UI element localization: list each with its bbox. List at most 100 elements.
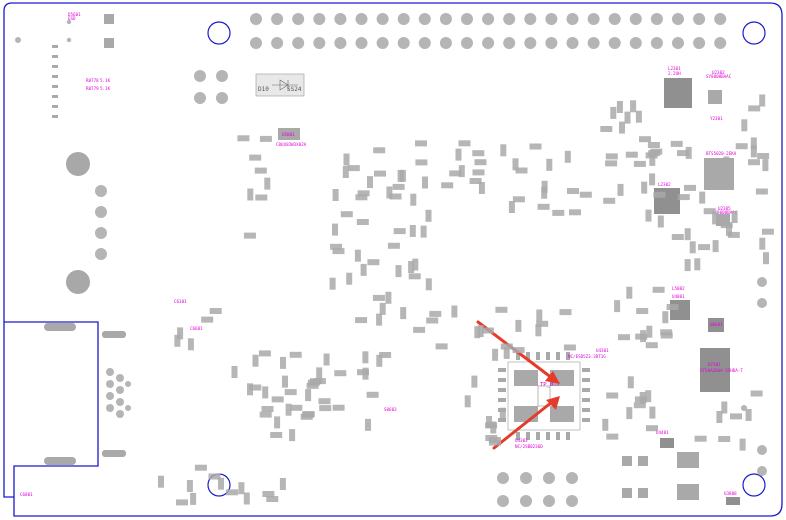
header-pin	[672, 13, 684, 25]
header-pin-row-2	[250, 37, 727, 49]
header-pin	[693, 37, 706, 49]
header-pin-row-1	[250, 13, 727, 25]
header-pin	[271, 37, 284, 49]
board-outline	[3, 2, 783, 517]
header-pin	[418, 13, 431, 25]
ref-u7301: U7301	[708, 362, 721, 367]
header-pin	[313, 13, 326, 25]
header-pin	[587, 13, 600, 25]
ref-r8779: R8779	[86, 86, 99, 91]
part-u2302: SY8008BAAC	[706, 74, 732, 79]
header-pin	[482, 37, 495, 49]
part-u7301: ATSHA204A-SSHDA-T	[700, 368, 743, 373]
val-l2301: 2.2UH	[668, 71, 681, 76]
header-pin	[545, 13, 558, 25]
header-pin	[545, 37, 558, 49]
header-pin	[334, 13, 347, 25]
header-pin	[461, 37, 473, 49]
header-pin	[439, 37, 452, 49]
ref-u4303: U4303	[515, 438, 528, 443]
ref-s0603: S0603	[384, 407, 397, 412]
header-pin	[292, 37, 305, 49]
ref-l2301: L2301	[668, 66, 681, 71]
header-pin	[650, 13, 663, 25]
test-pad-tp: TP_0.7	[540, 382, 560, 388]
header-pin	[397, 37, 410, 49]
power-jack-pads	[194, 70, 228, 104]
header-pin	[608, 13, 621, 25]
header-pin	[482, 13, 495, 25]
ref-c6801: C6801	[20, 492, 33, 497]
mounting-hole-top-right	[742, 21, 766, 45]
ref-u6601: U6601	[710, 322, 723, 327]
ref-u4401: U4401	[656, 430, 669, 435]
header-pin	[566, 37, 579, 49]
part-u4303: NC/2SB0236D	[515, 444, 543, 449]
top-left-pads	[15, 14, 114, 118]
header-pin	[524, 37, 537, 49]
header-pin	[461, 13, 473, 25]
part-u4301: NC/ESD5Z3.3DT1G	[568, 354, 606, 359]
header-pin	[397, 13, 410, 25]
header-pin	[376, 37, 389, 49]
header-pin	[355, 37, 368, 49]
header-pin	[693, 13, 706, 25]
ref-c6301: C6301	[174, 299, 187, 304]
right-edge-holes	[741, 277, 767, 476]
header-pin	[714, 37, 727, 49]
ref-esd: ESD	[68, 16, 76, 21]
part-u2301: BTS5020-2EKA	[706, 151, 737, 156]
header-pin	[503, 37, 516, 49]
ic-u7301: U7301 ATSHA204A-SSHDA-T	[700, 348, 743, 392]
ref-l5002: L5002	[672, 286, 685, 291]
ref-l2302: L2302	[658, 182, 671, 187]
ref-u5001: U5001	[282, 132, 295, 137]
ethernet-connector-holes	[44, 323, 131, 465]
header-pin	[714, 13, 727, 25]
part-u5001: C0UX83W3X02A	[276, 142, 307, 147]
header-pin	[672, 37, 684, 49]
header-pin	[418, 37, 431, 49]
usb-connector-holes	[66, 152, 107, 294]
inductor-l2301: L2301 2.2UH	[664, 66, 692, 108]
ref-u2302: U2302	[712, 70, 725, 75]
header-pin	[566, 13, 579, 25]
ref-u4301: U4301	[596, 348, 609, 353]
header-pin	[629, 13, 642, 25]
ref-c6601: C6601	[190, 326, 203, 331]
mounting-hole-bottom-right	[742, 473, 766, 497]
header-pin	[271, 13, 284, 25]
val-r8778: 5.1K	[100, 78, 111, 83]
bottom-header-holes	[497, 472, 578, 507]
header-pin	[355, 13, 368, 25]
ref-u2305: U2305	[718, 206, 731, 211]
ic-main-qfn	[498, 352, 590, 440]
header-pin	[650, 37, 663, 49]
bottom-right-components	[622, 438, 740, 505]
header-pin	[376, 13, 389, 25]
header-pin	[503, 13, 516, 25]
part-u2305: SY8008BAAC	[712, 210, 738, 215]
header-pin	[608, 37, 621, 49]
header-pin	[524, 13, 537, 25]
diode-d10: D10 SS24	[255, 73, 305, 97]
header-pin	[250, 37, 262, 49]
ref-u4001: U4001	[672, 294, 685, 299]
ref-r8778: R8778	[86, 78, 99, 83]
ref-y2301: Y2301	[710, 116, 723, 121]
ic-u2302: U2302 SY8008BAAC	[706, 70, 732, 104]
header-pin	[313, 37, 326, 49]
ref-u3808: U3808	[724, 491, 737, 496]
inductor-l2302: L2302	[654, 182, 680, 214]
ic-u6601: U6601	[708, 318, 724, 332]
header-pin	[292, 13, 305, 25]
ic-u5001: U5001 C0UX83W3X02A	[276, 128, 307, 147]
header-pin	[629, 37, 642, 49]
mounting-hole-top-left	[207, 21, 231, 45]
passive-components	[158, 94, 774, 506]
header-pin	[250, 13, 262, 25]
header-pin	[334, 37, 347, 49]
ref-d10: D10	[258, 86, 269, 93]
header-pin	[587, 37, 600, 49]
